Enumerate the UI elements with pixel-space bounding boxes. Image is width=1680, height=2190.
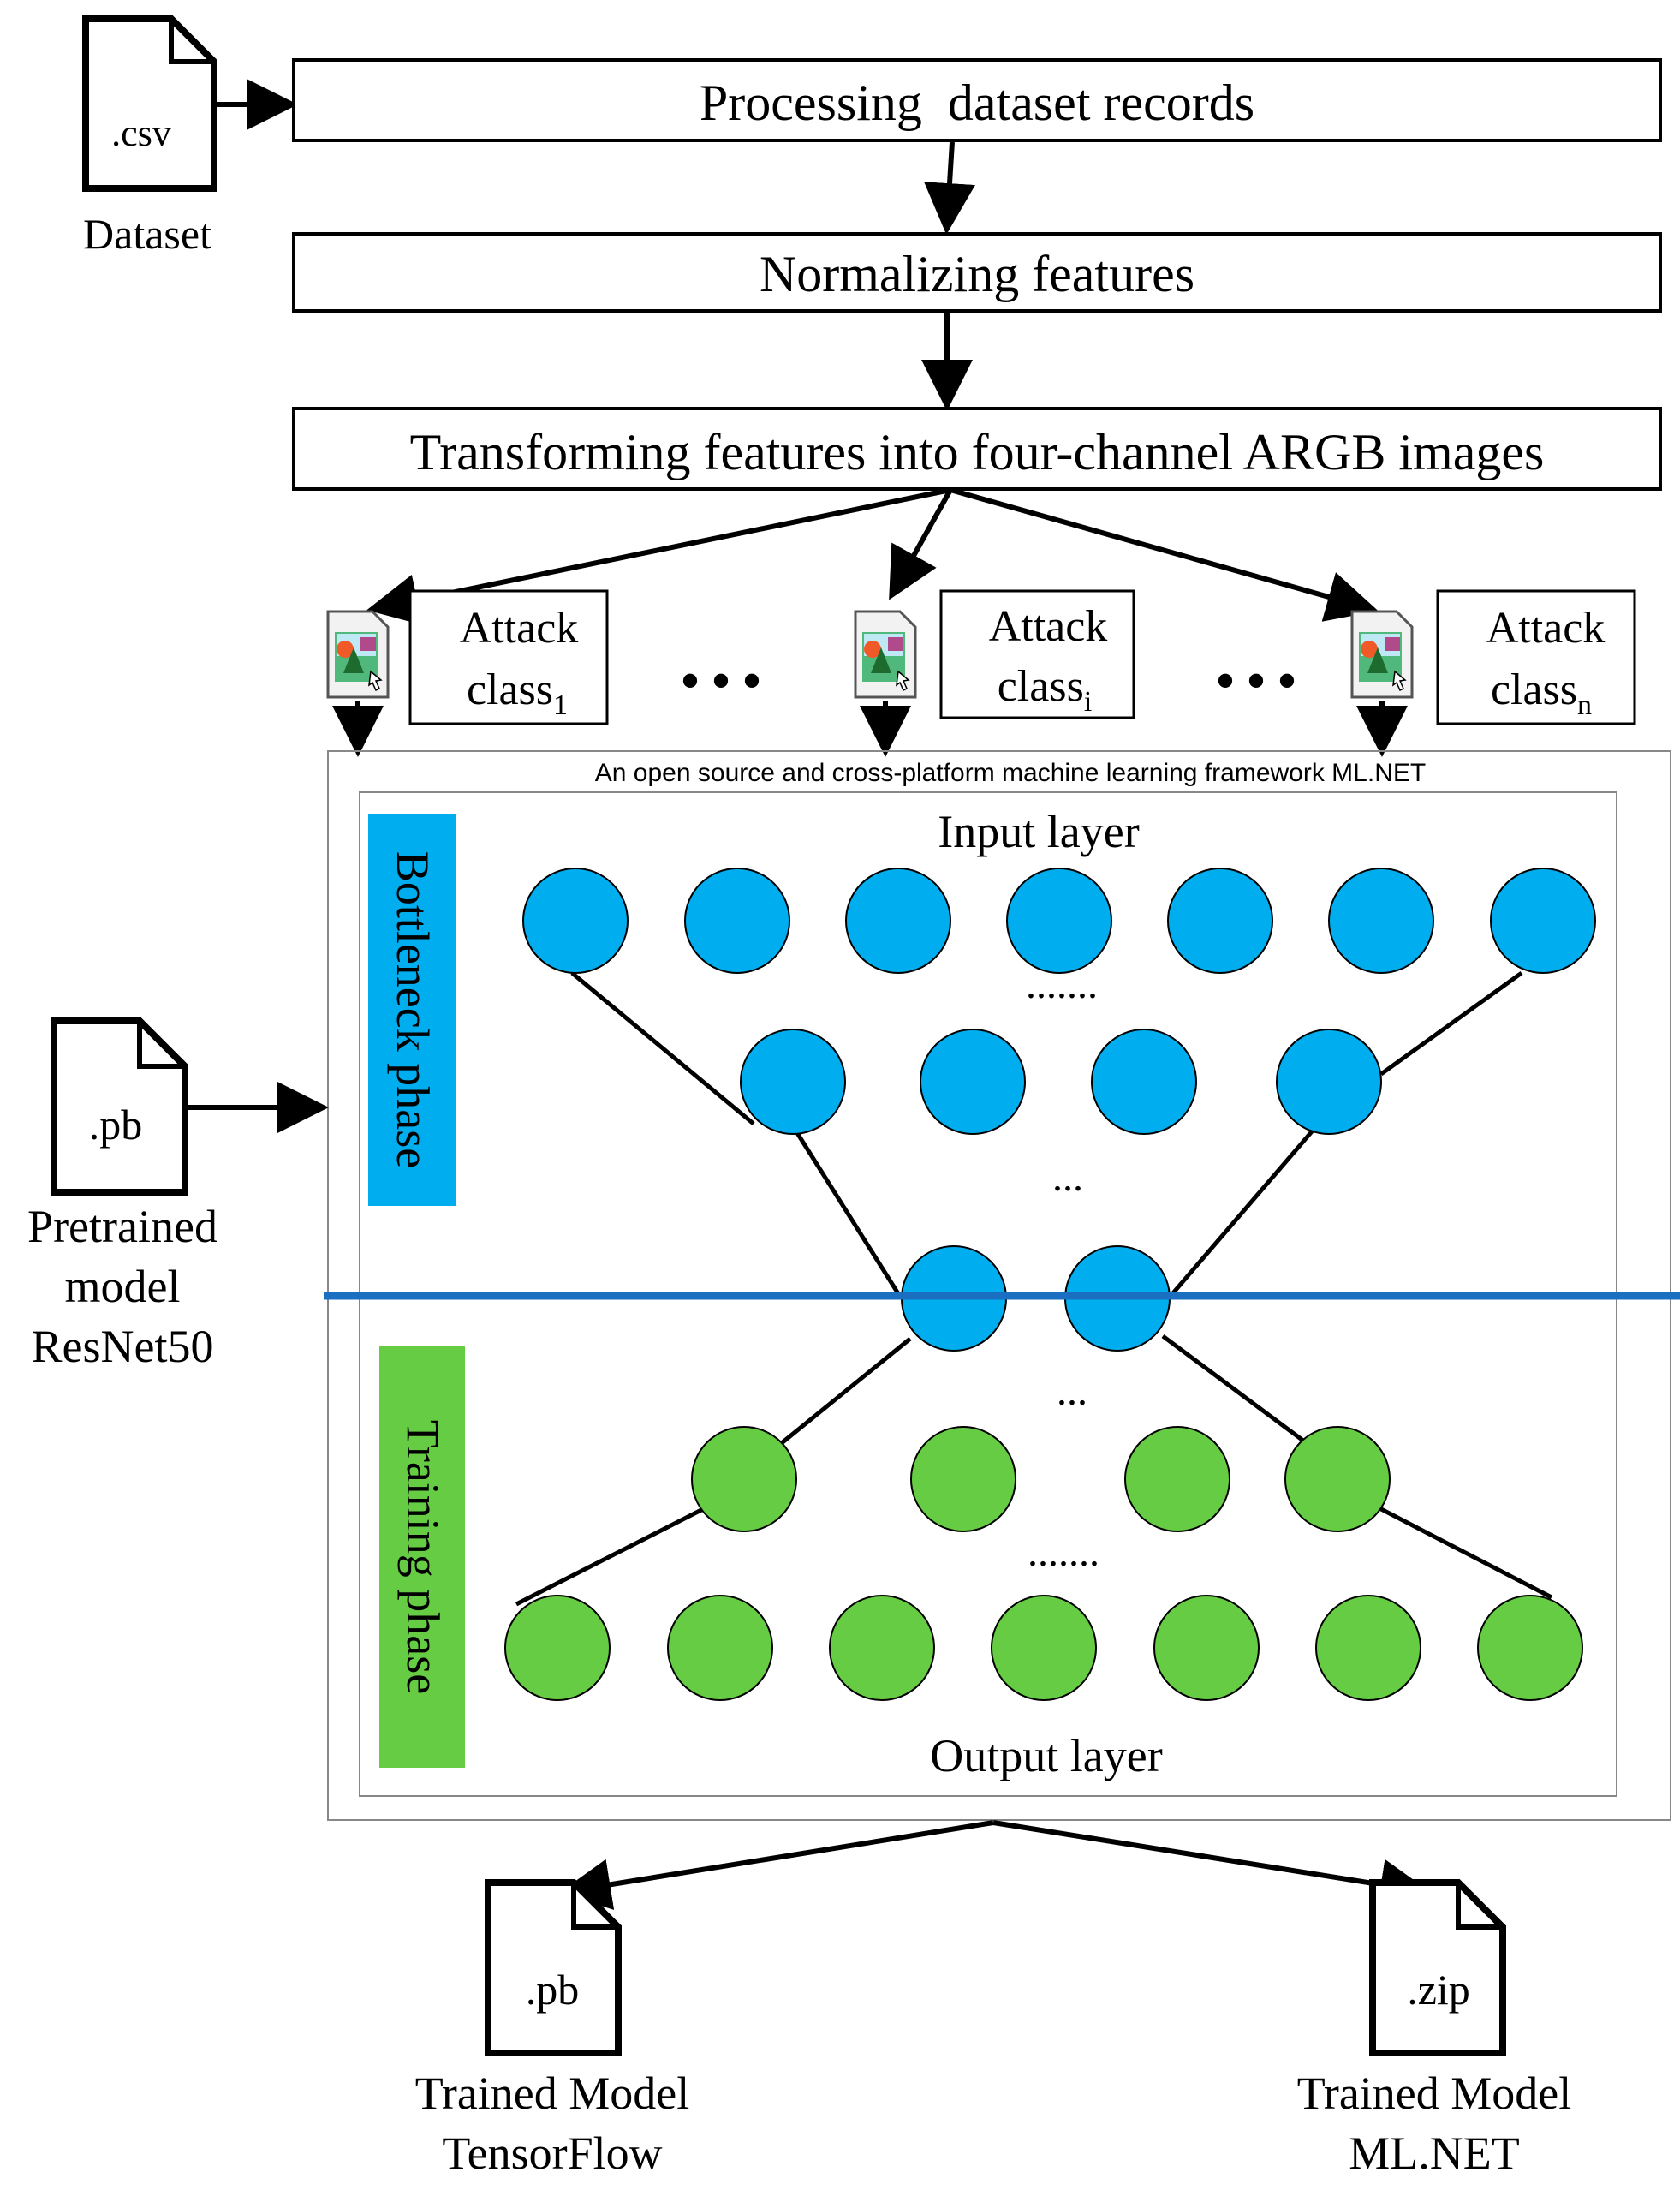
output-layer-nodes <box>504 1595 1583 1701</box>
input-layer-nodes <box>522 868 1596 974</box>
input-node <box>845 868 951 974</box>
attack-class-1-box <box>408 589 609 725</box>
mlnet-caption-line-2: ML.NET <box>1349 2127 1519 2179</box>
tensorflow-file-ext: .pb <box>526 1966 580 2014</box>
attack-class-n-subscript: n <box>1577 689 1592 721</box>
output-layer-dots: ....... <box>1028 1530 1099 1575</box>
csv-file-ext: .csv <box>111 112 171 154</box>
step-processing-label: Processing dataset records <box>700 75 1254 131</box>
hidden-node <box>1091 1029 1197 1135</box>
tensorflow-caption-line-2: TensorFlow <box>442 2127 662 2179</box>
pretrained-caption-line-3: ResNet50 <box>32 1321 214 1372</box>
attack-class-1-sub: class1 <box>467 665 568 721</box>
input-node <box>1328 868 1434 974</box>
pretrained-caption-line-2: model <box>65 1261 181 1312</box>
input-layer-dots: ....... <box>1026 962 1098 1007</box>
attack-class-1-subscript: 1 <box>553 689 568 721</box>
training-node <box>1124 1426 1230 1532</box>
training-node <box>691 1426 797 1532</box>
training-node <box>910 1426 1016 1532</box>
framework-caption: An open source and cross-platform machin… <box>595 759 1426 787</box>
output-node <box>1153 1595 1260 1701</box>
attack-class-n-sub: classn <box>1491 665 1592 721</box>
bottleneck-phase-bar <box>368 814 456 1206</box>
attack-class-n-label: Attack <box>1486 604 1606 653</box>
pb-pretrained-file-icon <box>51 1017 188 1196</box>
pretrained-file-ext: .pb <box>89 1101 143 1149</box>
csv-file-icon <box>82 15 217 192</box>
hidden-node <box>740 1029 846 1135</box>
arrow-to-class-n <box>950 487 1379 622</box>
output-layer-label: Output layer <box>930 1730 1162 1781</box>
output-node <box>1477 1595 1583 1701</box>
argb-image-icon-1 <box>326 610 390 699</box>
ellipsis-right: • • • <box>1216 653 1296 709</box>
arrow-to-class-i <box>889 488 953 600</box>
argb-image-icon-i <box>854 610 917 699</box>
attack-class-1-base: class <box>467 665 553 714</box>
hidden-node <box>1276 1029 1382 1135</box>
network-connections <box>515 970 1553 1607</box>
pb-output-file-icon <box>485 1879 622 2056</box>
step-box-normalizing <box>292 232 1662 313</box>
training-hidden-nodes <box>691 1426 1391 1532</box>
arrow-to-tensorflow-model <box>559 1820 994 1910</box>
output-node <box>1315 1595 1421 1701</box>
arrow-processing-to-normalizing <box>924 141 975 235</box>
attack-class-i-sub: classi <box>998 662 1093 718</box>
step-box-processing <box>292 58 1662 142</box>
step-box-transforming <box>292 407 1662 491</box>
input-layer-label: Input layer <box>938 806 1139 857</box>
argb-image-icon-n <box>1350 610 1414 699</box>
training-phase-label: Training phase <box>397 1420 449 1695</box>
output-node <box>829 1595 935 1701</box>
attack-class-n-box <box>1436 589 1636 725</box>
mlnet-framework-container <box>327 750 1671 1821</box>
input-node <box>522 868 629 974</box>
attack-class-n-base: class <box>1491 665 1577 714</box>
arrow-to-mlnet-model <box>992 1820 1432 1911</box>
attack-class-i-base: class <box>998 662 1084 711</box>
attack-class-i-label: Attack <box>989 602 1108 651</box>
step-normalizing-label: Normalizing features <box>760 246 1194 302</box>
bottleneck-phase-label: Bottleneck phase <box>387 851 438 1168</box>
step-transforming-label: Transforming features into four-channel … <box>410 424 1545 480</box>
mlnet-file-ext: .zip <box>1407 1966 1470 2014</box>
mlnet-caption-line-1: Trained Model <box>1297 2068 1572 2119</box>
attack-class-i-box <box>939 589 1135 719</box>
training-dots-upper: ... <box>1057 1369 1087 1414</box>
hidden-node <box>920 1029 1026 1135</box>
zip-output-file-icon <box>1369 1879 1506 2056</box>
input-node <box>1490 868 1596 974</box>
input-node <box>684 868 790 974</box>
tensorflow-caption-line-1: Trained Model <box>415 2068 690 2119</box>
output-node <box>667 1595 773 1701</box>
input-node <box>1167 868 1273 974</box>
training-phase-bar <box>379 1346 465 1768</box>
pretrained-caption-line-1: Pretrained <box>27 1201 217 1252</box>
attack-class-i-subscript: i <box>1084 686 1092 718</box>
attack-class-1-label: Attack <box>460 604 579 653</box>
bottleneck-hidden-nodes <box>740 1029 1382 1135</box>
input-node <box>1006 868 1112 974</box>
training-node <box>1284 1426 1391 1532</box>
output-node <box>991 1595 1097 1701</box>
bottleneck-dots: ... <box>1052 1155 1083 1200</box>
arrow-to-class-1 <box>366 487 951 625</box>
ellipsis-left: • • • <box>681 653 760 709</box>
dataset-caption: Dataset <box>83 210 211 258</box>
output-node <box>504 1595 611 1701</box>
